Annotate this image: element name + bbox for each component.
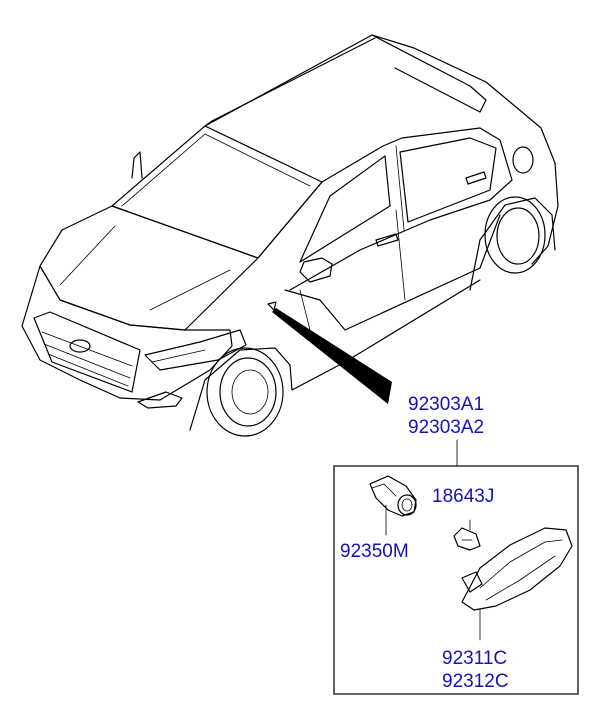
detail-box (333, 465, 579, 695)
lamp-label-2: 92312C (442, 671, 509, 692)
assembly-label-2: 92303A2 (408, 417, 484, 438)
lamp-part (461, 527, 573, 641)
bulb-label: 18643J (432, 486, 494, 507)
callout-wedge (272, 308, 392, 404)
socket-part (369, 475, 417, 536)
car-illustration (21, 34, 559, 437)
assembly-label-1: 92303A1 (408, 394, 484, 415)
socket-label: 92350M (340, 541, 409, 562)
lamp-label-1: 92311C (442, 648, 507, 669)
bulb-part (453, 519, 481, 551)
